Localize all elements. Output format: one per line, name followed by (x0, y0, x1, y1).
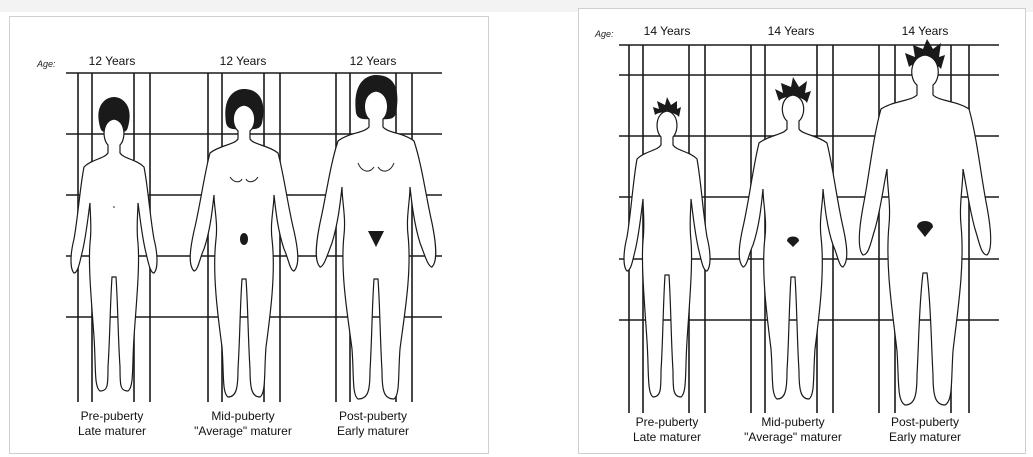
caption-pre-puberty: Pre-puberty Late maturer (633, 415, 701, 445)
boys-figures-svg (579, 9, 1025, 453)
maturity-label: Early maturer (889, 430, 961, 445)
boys-growth-panel: Age: 14 Years 14 Years 14 Years (578, 8, 1026, 454)
stage-label: Mid-puberty (194, 409, 292, 424)
girl-figure-mid-puberty (190, 89, 298, 397)
maturity-label: Late maturer (633, 430, 701, 445)
girls-figures-svg (10, 17, 488, 453)
stage-label: Mid-puberty (744, 415, 842, 430)
maturity-label: Early maturer (337, 424, 409, 439)
caption-post-puberty: Post-puberty Early maturer (889, 415, 961, 445)
maturity-label: "Average" maturer (744, 430, 842, 445)
caption-pre-puberty: Pre-puberty Late maturer (78, 409, 146, 439)
girl-figure-post-puberty (316, 75, 436, 399)
maturity-label: Late maturer (78, 424, 146, 439)
stage-label: Pre-puberty (633, 415, 701, 430)
girl-figure-pre-puberty (71, 97, 157, 391)
boy-figure-pre-puberty (624, 97, 710, 397)
stage-label: Post-puberty (337, 409, 409, 424)
stage-label: Post-puberty (889, 415, 961, 430)
maturity-label: "Average" maturer (194, 424, 292, 439)
boy-figure-mid-puberty (739, 77, 847, 399)
caption-post-puberty: Post-puberty Early maturer (337, 409, 409, 439)
stage-label: Pre-puberty (78, 409, 146, 424)
caption-mid-puberty: Mid-puberty "Average" maturer (194, 409, 292, 439)
caption-mid-puberty: Mid-puberty "Average" maturer (744, 415, 842, 445)
girls-growth-panel: Age: 12 Years 12 Years 12 Years (9, 16, 489, 454)
